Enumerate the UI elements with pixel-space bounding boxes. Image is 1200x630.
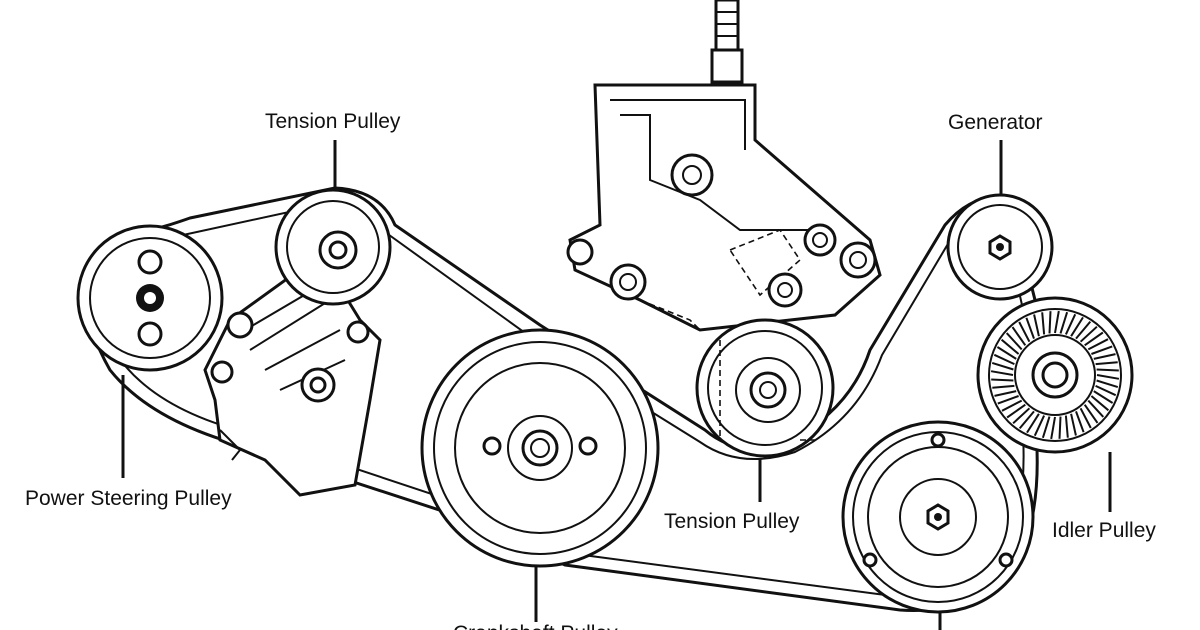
idler-rib (1087, 338, 1109, 351)
idler-rib (1070, 316, 1084, 337)
idler-rib (994, 390, 1017, 397)
crankshaft-pulley (420, 328, 660, 568)
idler-rib (1079, 325, 1098, 343)
power-steering-pulley (76, 224, 224, 372)
idler-rib (997, 395, 1019, 405)
label-power-steering-pulley: Power Steering Pulley (25, 487, 232, 510)
idler-rib (1096, 374, 1120, 380)
idler-rib (1059, 311, 1069, 334)
idler-rib (1006, 403, 1026, 419)
upper-tension-pulley (274, 188, 392, 306)
idler-rib (991, 361, 1014, 371)
idler-rib (1070, 413, 1077, 436)
idler-rib (1087, 399, 1105, 418)
idler-rib (1041, 312, 1046, 335)
idler-rib (991, 378, 1014, 382)
idler-rib (1048, 311, 1052, 334)
idler-rib (1018, 321, 1031, 343)
idler-rib (1011, 326, 1027, 346)
idler-rib (1075, 411, 1085, 433)
idler-rib (1096, 379, 1119, 389)
idler-rib (990, 370, 1014, 376)
idler-rib (1095, 384, 1117, 397)
label-crankshaft-pulley: Crankshaft Pulley (453, 622, 618, 630)
idler-rib (1033, 415, 1046, 437)
generator-pulley (946, 193, 1054, 301)
idler-rib (1058, 416, 1062, 439)
idler-rib (1064, 415, 1069, 438)
idler-rib (1050, 416, 1056, 440)
engine-mount-bracket (566, 0, 882, 332)
idler-rib (993, 353, 1015, 366)
idler-rib (1041, 416, 1051, 439)
idler-rib (1079, 407, 1092, 429)
idler-rib (1064, 313, 1077, 335)
idler-rib (1096, 368, 1119, 372)
idler-rib (1093, 353, 1116, 360)
idler-rib (1033, 314, 1040, 337)
idler-rib (1005, 332, 1023, 351)
idler-pulley (976, 296, 1134, 454)
idler-rib (1091, 345, 1113, 355)
idler-rib (1012, 407, 1031, 425)
label-tension-pulley-bottom: Tension Pulley (664, 510, 800, 533)
label-idler-pulley: Idler Pulley (1052, 519, 1156, 542)
idler-rib (1093, 390, 1114, 404)
idler-rib (1025, 317, 1035, 339)
lower-tension-pulley (695, 318, 835, 458)
idler-rib (1090, 395, 1110, 412)
label-tension-pulley-top: Tension Pulley (265, 110, 401, 133)
label-generator: Generator (948, 111, 1043, 134)
idler-rib (1026, 413, 1040, 434)
idler-rib (1018, 410, 1035, 430)
idler-rib (1083, 404, 1099, 424)
upper-tensioner-bracket (203, 252, 382, 497)
idler-rib (996, 346, 1017, 360)
idler-rib (1075, 320, 1092, 340)
idler-rib (1054, 310, 1060, 334)
idler-rib (992, 384, 1015, 389)
water-pump-pulley (841, 420, 1035, 614)
idler-rib (1000, 338, 1020, 355)
idler-rib (1084, 331, 1104, 347)
idler-rib (1095, 361, 1118, 366)
idler-rib (1001, 399, 1023, 412)
